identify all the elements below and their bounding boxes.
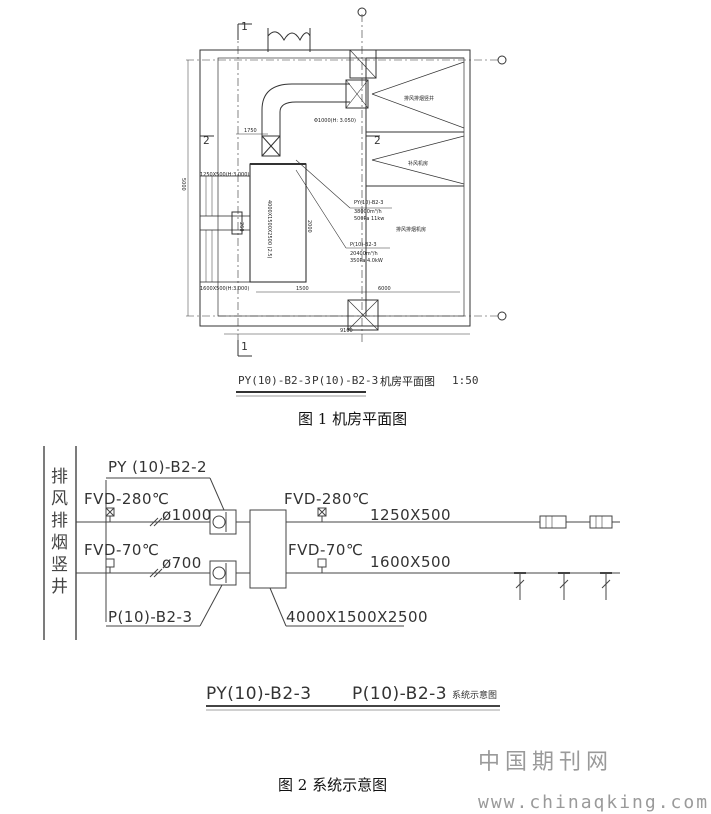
fig2-fvd-280-right: FVD-280℃ [284, 490, 370, 508]
dim-1500: 1500 [296, 286, 309, 292]
fig2-p-tag: P(10)-B2-3 [108, 608, 193, 626]
shaft-char-6: 井 [51, 577, 68, 597]
fig2-phi-1000: ø1000 [162, 506, 212, 524]
room-label-main: 排风排烟机房 [396, 227, 427, 233]
grid-label-2-mid: 2 [374, 134, 381, 147]
fig1-title-p: P(10)-B2-3 [312, 374, 379, 387]
fig2-fvd-70-left: FVD-70℃ [84, 541, 160, 559]
shaft-char-4: 烟 [51, 533, 68, 553]
fig2-box-size: 4000X1500X2500 [286, 608, 429, 626]
shaft-label: 排 风 排 烟 竖 井 [51, 466, 71, 598]
room-label-makeup: 补风机房 [408, 161, 429, 167]
fig2-title-p: P(10)-B2-3 [352, 684, 448, 704]
grid-label-2-left: 2 [203, 134, 210, 147]
p-spec-flow: 20400m³/h [350, 251, 378, 257]
dim-5000: 5000 [180, 178, 186, 191]
duct-1250-label: 1250X500(H:3.000) [200, 172, 250, 178]
pipe-diameter-label: Φ1000(H: 3.050) [314, 118, 356, 124]
room-label-exhaust-shaft: 排风排烟竖井 [404, 96, 435, 102]
fig2-title-name: 系统示意图 [452, 691, 498, 701]
fig2-title-py: PY(10)-B2-3 [206, 684, 312, 704]
shaft-char-5: 竖 [51, 555, 68, 575]
watermark-cn: 中国期刊网 [478, 750, 614, 775]
fig1-title-py: PY(10)-B2-3 [238, 374, 311, 387]
fig2-fvd-280-left: FVD-280℃ [84, 490, 170, 508]
fig2-duct-1250: 1250X500 [370, 506, 452, 524]
dim-1750: 1750 [244, 128, 257, 134]
p-tag: P(10)-B2-3 [350, 242, 377, 248]
fig2-py-tag: PY (10)-B2-2 [108, 458, 208, 476]
figure1-caption: 图 1 机房平面图 [298, 410, 408, 428]
duct-1600-label: 1600X500(H:3.000) [200, 286, 250, 292]
unit-box-label: 4000X1500X2500 (2.5) [266, 200, 272, 259]
py-spec-power: 500Pa 11kw [354, 216, 385, 222]
dim-6000: 6000 [378, 286, 391, 292]
fig2-fvd-70-right: FVD-70℃ [288, 541, 364, 559]
dim-9100: 9100 [340, 328, 353, 334]
py-spec-flow: 38000m³/h [354, 209, 382, 215]
grid-label-1-top: 1 [241, 20, 248, 33]
fig1-title-name: 机房平面图 [380, 375, 435, 388]
watermark-url: www.chinaqking.com [478, 792, 710, 813]
p-spec-power: 350Pa 4.0kW [350, 258, 383, 264]
dim-260: 260 [238, 222, 244, 232]
shaft-char-3: 排 [51, 511, 68, 531]
shaft-char-2: 风 [51, 489, 68, 509]
py-tag: PY(10)-B2-3 [354, 200, 384, 206]
grid-label-1-bottom: 1 [241, 340, 248, 353]
fig1-title-scale: 1:50 [452, 374, 479, 387]
fig2-phi-700: ø700 [162, 554, 202, 572]
shaft-char-1: 排 [51, 467, 68, 487]
dim-2000: 2000 [306, 220, 312, 233]
fig2-duct-1600: 1600X500 [370, 553, 452, 571]
figure2-caption: 图 2 系统示意图 [278, 776, 388, 794]
